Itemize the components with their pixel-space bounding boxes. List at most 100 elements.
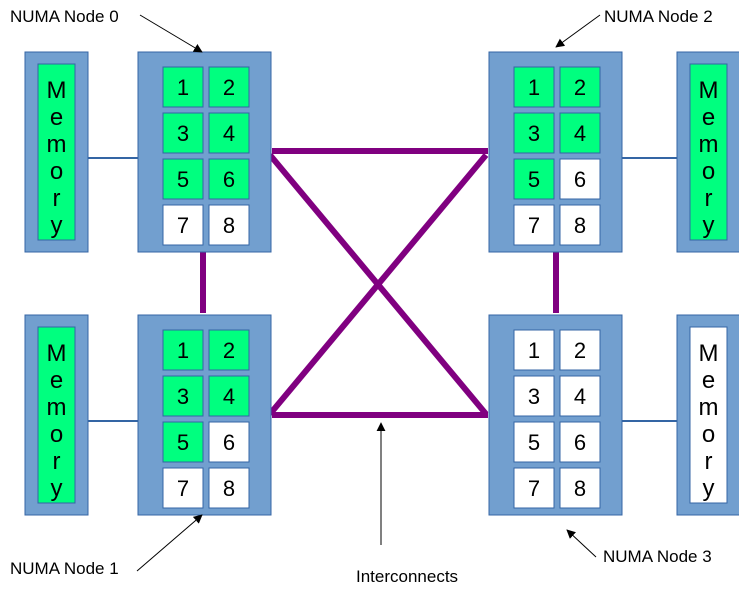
cpu-core-number: 6 [574,167,586,192]
cpu-core-6: 6 [208,421,250,463]
cpu-core-number: 3 [177,121,189,146]
cpu-core-cell [208,467,250,509]
cpu-core-cell [162,329,204,371]
cpu-core-4: 4 [559,375,601,417]
node-3-label: NUMA Node 3 [603,547,712,566]
cpu-core-2: 2 [559,66,601,108]
cpu-core-number: 8 [223,476,235,501]
cpu-core-number: 6 [574,430,586,455]
cpu-core-7: 7 [162,467,204,509]
cpu-core-cell [162,467,204,509]
cpu-core-5: 5 [513,421,555,463]
cpu-core-cell [559,204,601,246]
cpu-core-number: 6 [223,167,235,192]
cpu-core-number: 5 [177,430,189,455]
interconnects-label: Interconnects [356,567,458,586]
cpu-core-3: 3 [162,112,204,154]
cpu-core-3: 3 [513,112,555,154]
memory-bank [37,326,76,504]
cpu-core-number: 1 [528,338,540,363]
cpu-core-2: 2 [208,66,250,108]
cpu-core-5: 5 [513,158,555,200]
cpu-core-4: 4 [208,375,250,417]
cpu-core-number: 4 [574,121,586,146]
cpu-core-cell [208,329,250,371]
cpu-core-cell [513,204,555,246]
cpu-core-6: 6 [559,158,601,200]
cpu-core-cell [208,66,250,108]
node-frame [488,314,623,516]
cpu-core-8: 8 [208,467,250,509]
memory-bank [689,326,728,504]
cpu-core-cell [208,421,250,463]
cpu-core-cell [513,329,555,371]
cpu-core-number: 2 [223,75,235,100]
cpu-core-cell [513,421,555,463]
cpu-core-number: 6 [223,430,235,455]
cpu-core-number: 7 [528,213,540,238]
cpu-core-number: 5 [177,167,189,192]
cpu-core-cell [513,467,555,509]
cpu-core-number: 4 [223,121,235,146]
cpu-core-number: 2 [574,338,586,363]
cpu-core-3: 3 [162,375,204,417]
cpu-core-cell [559,66,601,108]
cpu-core-8: 8 [208,204,250,246]
cpu-core-2: 2 [559,329,601,371]
cpu-core-cell [559,112,601,154]
cpu-core-8: 8 [559,467,601,509]
cpu-core-4: 4 [559,112,601,154]
cpu-core-cell [559,375,601,417]
cpu-core-7: 7 [162,204,204,246]
cpu-core-number: 3 [528,121,540,146]
cpu-core-6: 6 [208,158,250,200]
cpu-core-number: 1 [177,338,189,363]
cpu-core-1: 1 [513,329,555,371]
cpu-core-number: 3 [528,384,540,409]
node-frame [137,314,272,516]
cpu-core-1: 1 [162,66,204,108]
cpu-core-cell [162,375,204,417]
cpu-core-7: 7 [513,204,555,246]
cpu-core-number: 8 [574,476,586,501]
cpu-core-cell [208,204,250,246]
cpu-core-number: 3 [177,384,189,409]
node-1-label: NUMA Node 1 [10,559,119,578]
cpu-core-number: 1 [528,75,540,100]
memory-bank [37,63,76,241]
cpu-core-number: 2 [574,75,586,100]
cpu-core-1: 1 [513,66,555,108]
cpu-core-5: 5 [162,421,204,463]
cpu-core-3: 3 [513,375,555,417]
cpu-core-8: 8 [559,204,601,246]
cpu-core-cell [162,112,204,154]
interconnects [200,148,559,418]
cpu-core-number: 4 [223,384,235,409]
cpu-core-cell [559,467,601,509]
memory-bank [689,63,728,241]
cpu-core-6: 6 [559,421,601,463]
cpu-core-number: 7 [528,476,540,501]
cpu-core-number: 8 [574,213,586,238]
cpu-core-cell [559,158,601,200]
cpu-core-number: 8 [223,213,235,238]
cpu-core-7: 7 [513,467,555,509]
cpu-core-number: 7 [177,476,189,501]
cpu-core-cell [162,421,204,463]
cpu-core-cell [162,158,204,200]
node-0-pointer-arrow [139,14,203,53]
node-2-label: NUMA Node 2 [604,7,713,26]
cpu-core-number: 7 [177,213,189,238]
